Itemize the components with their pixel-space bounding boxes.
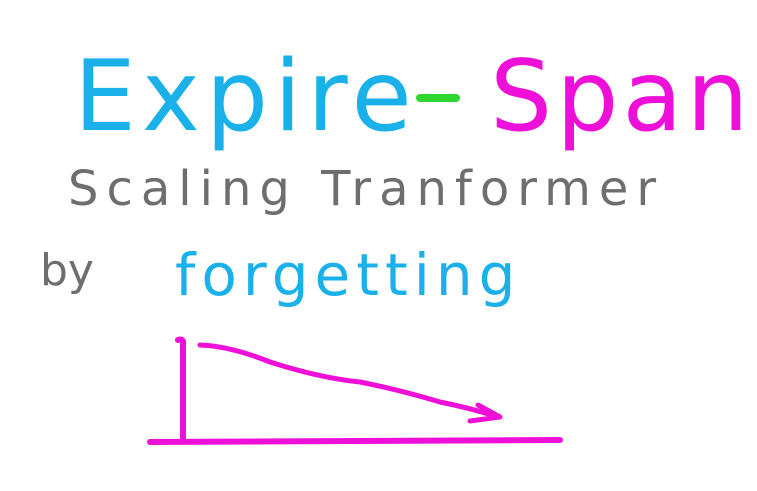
sketch-decay-line <box>197 342 498 419</box>
subtitle-line-scaling: Scaling Tranformer <box>68 161 664 217</box>
sketch-arrow-head <box>467 402 503 424</box>
title-word-span: Span <box>490 40 753 154</box>
title-word-expire: Expire <box>74 40 418 154</box>
subtitle-word-by: by <box>40 245 94 296</box>
decay-sketch <box>147 336 563 445</box>
sketch-y-axis <box>175 336 187 443</box>
sketch-x-axis <box>147 437 563 445</box>
subtitle-word-forgetting: forgetting <box>175 241 521 309</box>
